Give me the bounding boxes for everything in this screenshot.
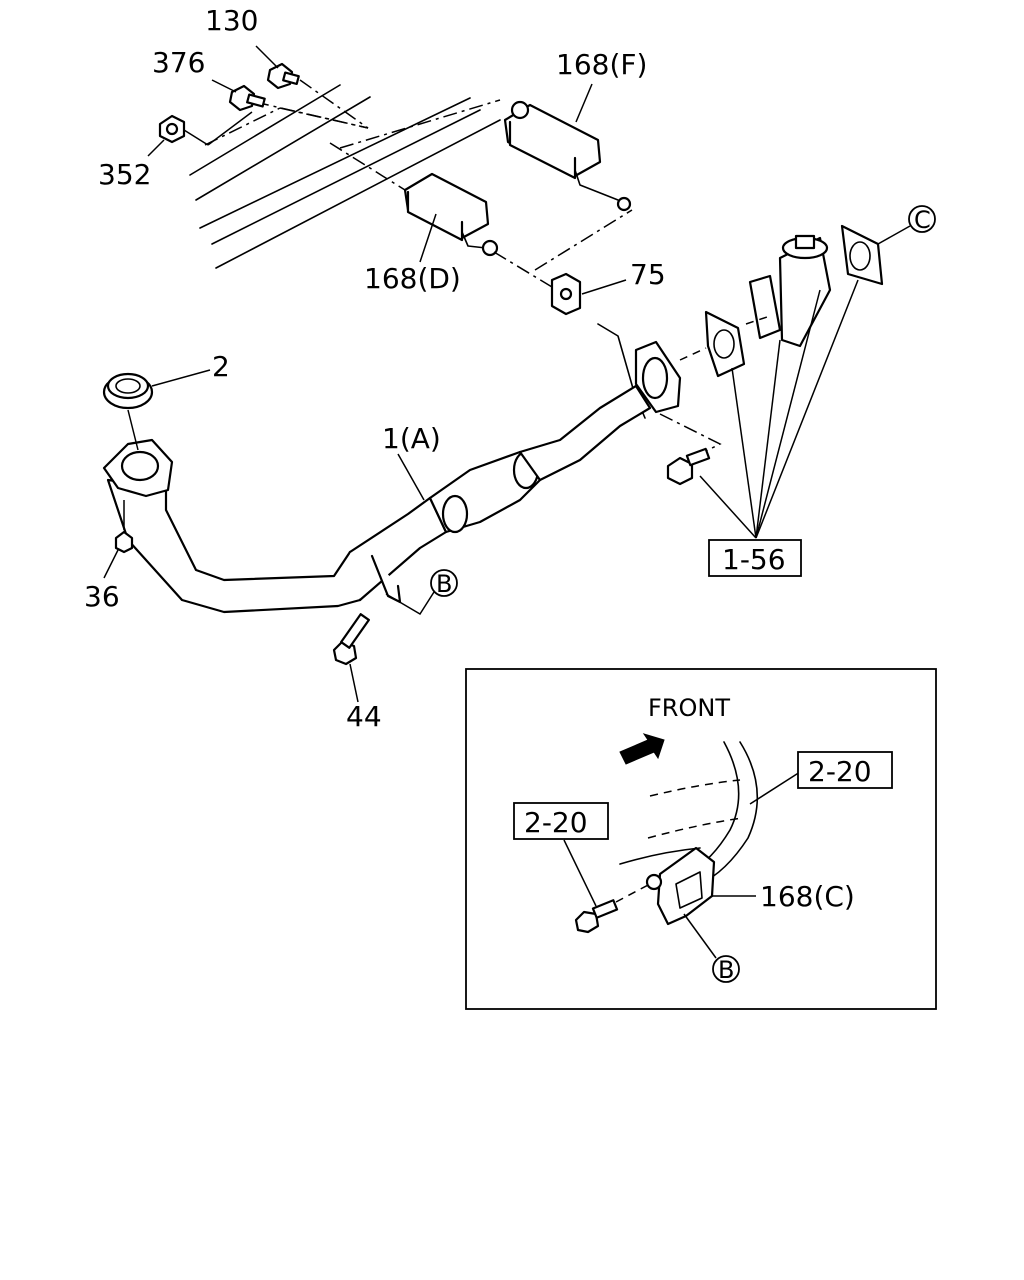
label-2-20-top: 2-20 — [808, 755, 872, 788]
rear-flange — [634, 340, 682, 414]
leader-lines — [103, 45, 911, 703]
front-flange — [102, 438, 174, 498]
bolt-376 — [228, 84, 266, 112]
label-1a: 1(A) — [382, 422, 441, 455]
label-376: 376 — [152, 46, 205, 79]
label-130: 130 — [205, 4, 258, 37]
label-168f: 168(F) — [556, 48, 647, 81]
label-44: 44 — [346, 700, 382, 733]
hanger-168f — [503, 100, 632, 212]
label-36: 36 — [84, 580, 120, 613]
bolt-44 — [332, 613, 370, 666]
gasket-right — [840, 224, 884, 286]
bolt-130 — [266, 62, 300, 90]
heat-shield — [748, 234, 832, 348]
rubber-mount-75 — [550, 272, 582, 316]
inset-detail: FRONT 2-20 2-20 168(C) B — [465, 668, 937, 1010]
ref-box-2-20-top — [797, 751, 893, 789]
label-168d: 168(D) — [364, 262, 461, 295]
label-b-inset: B — [718, 956, 734, 984]
callout-b — [430, 569, 458, 597]
label-c: C — [914, 206, 931, 234]
nut-36 — [114, 530, 134, 554]
gasket-left — [704, 310, 746, 378]
label-b: B — [436, 570, 452, 598]
hanger-168d — [403, 172, 499, 257]
callout-b-inset — [712, 955, 740, 983]
label-168c: 168(C) — [760, 880, 855, 913]
label-2: 2 — [212, 350, 230, 383]
label-75: 75 — [630, 258, 666, 291]
ref-box-1-56 — [708, 539, 802, 577]
front-label: FRONT — [648, 694, 730, 722]
gasket-2 — [102, 372, 154, 410]
flange-bolt — [666, 447, 711, 486]
label-352: 352 — [98, 158, 151, 191]
frame-rails — [189, 79, 501, 269]
callout-c — [908, 205, 936, 233]
front-exhaust-pipe — [106, 384, 652, 614]
nut-352 — [158, 114, 186, 144]
ref-box-2-20-left — [513, 802, 609, 840]
label-1-56: 1-56 — [722, 543, 786, 576]
label-2-20-left: 2-20 — [524, 806, 588, 839]
front-arrow-icon — [619, 733, 665, 765]
